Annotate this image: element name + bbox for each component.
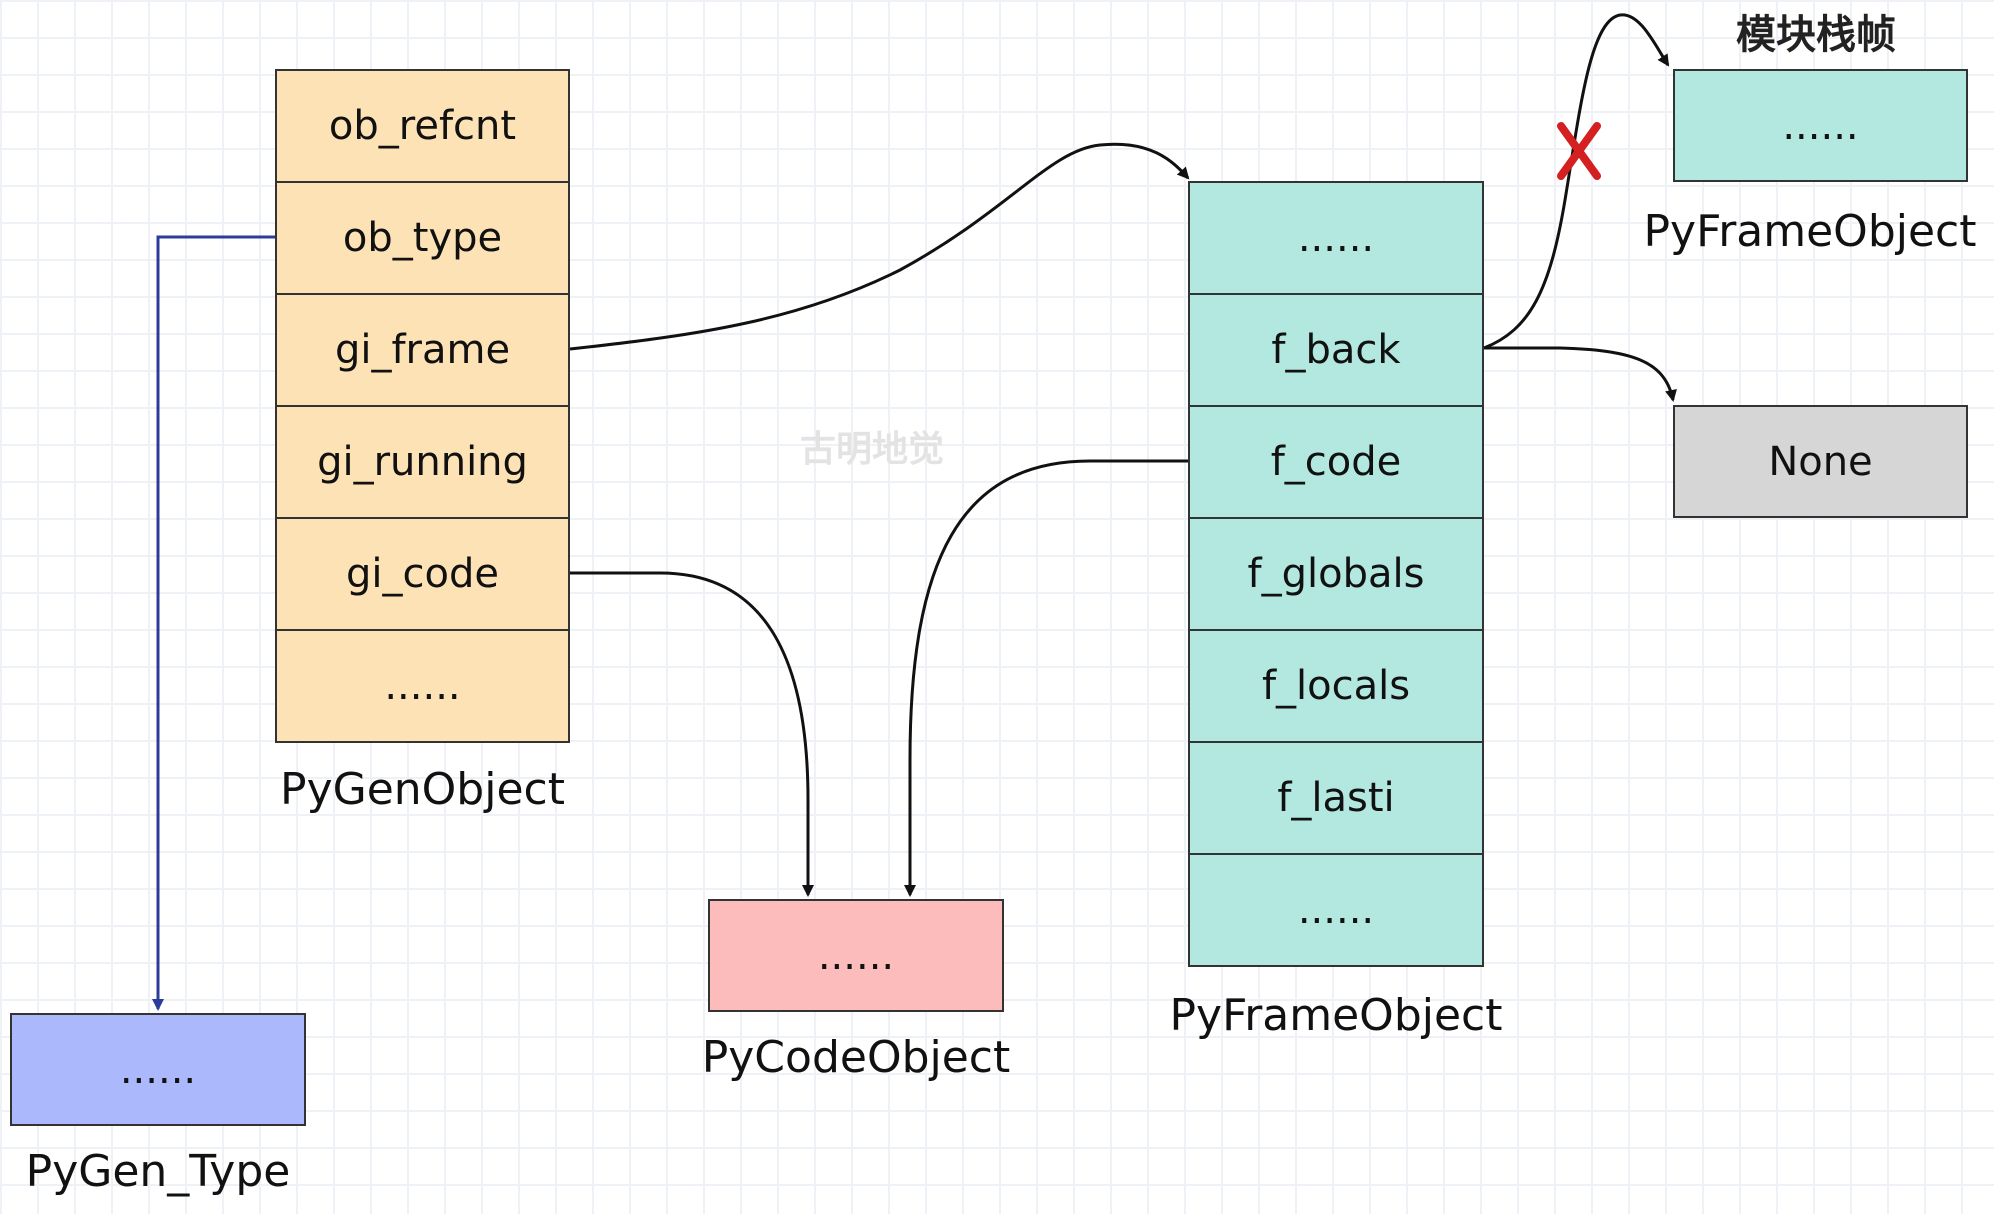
genobj-field-gi-code: gi_code — [275, 517, 570, 631]
genobj-field-ob-refcnt: ob_refcnt — [275, 69, 570, 183]
link-f-code-to-code-object — [904, 459, 1188, 897]
module-frame-heading: 模块栈帧 — [1736, 12, 1896, 58]
frame-field-f-code: f_code — [1188, 405, 1484, 519]
gen-type-caption: PyGen_Type — [25, 1146, 291, 1197]
frame-field-more-bottom: ...... — [1188, 853, 1484, 967]
gen-type-cell: ...... — [10, 1013, 306, 1126]
watermark: 古明地觉 — [800, 429, 945, 470]
module-frame-cell: ...... — [1673, 69, 1968, 182]
code-object-cell: ...... — [708, 899, 1004, 1012]
frame-field-more-top: ...... — [1188, 181, 1484, 295]
genobj-field-more: ...... — [275, 629, 570, 743]
link-gi-frame-to-frame — [569, 142, 1190, 351]
module-frame-caption: PyFrameObject — [1643, 206, 1977, 257]
link-gi-code-to-code-object — [570, 571, 814, 897]
pygenobject-caption: PyGenObject — [280, 764, 565, 815]
frame-field-f-back: f_back — [1188, 293, 1484, 407]
code-object-caption: PyCodeObject — [701, 1032, 1011, 1083]
none-box: None — [1673, 405, 1968, 518]
link-f-back-to-none — [1484, 346, 1677, 402]
genobj-field-gi-running: gi_running — [275, 405, 570, 519]
link-ob-type-to-gen-type — [152, 235, 275, 1011]
link-f-back-to-module-frame — [1483, 13, 1670, 350]
frame-field-f-globals: f_globals — [1188, 517, 1484, 631]
genobj-field-gi-frame: gi_frame — [275, 293, 570, 407]
frame-field-f-locals: f_locals — [1188, 629, 1484, 743]
pyframeobject-caption: PyFrameObject — [1169, 990, 1503, 1041]
cross-mark-icon — [1557, 122, 1601, 180]
